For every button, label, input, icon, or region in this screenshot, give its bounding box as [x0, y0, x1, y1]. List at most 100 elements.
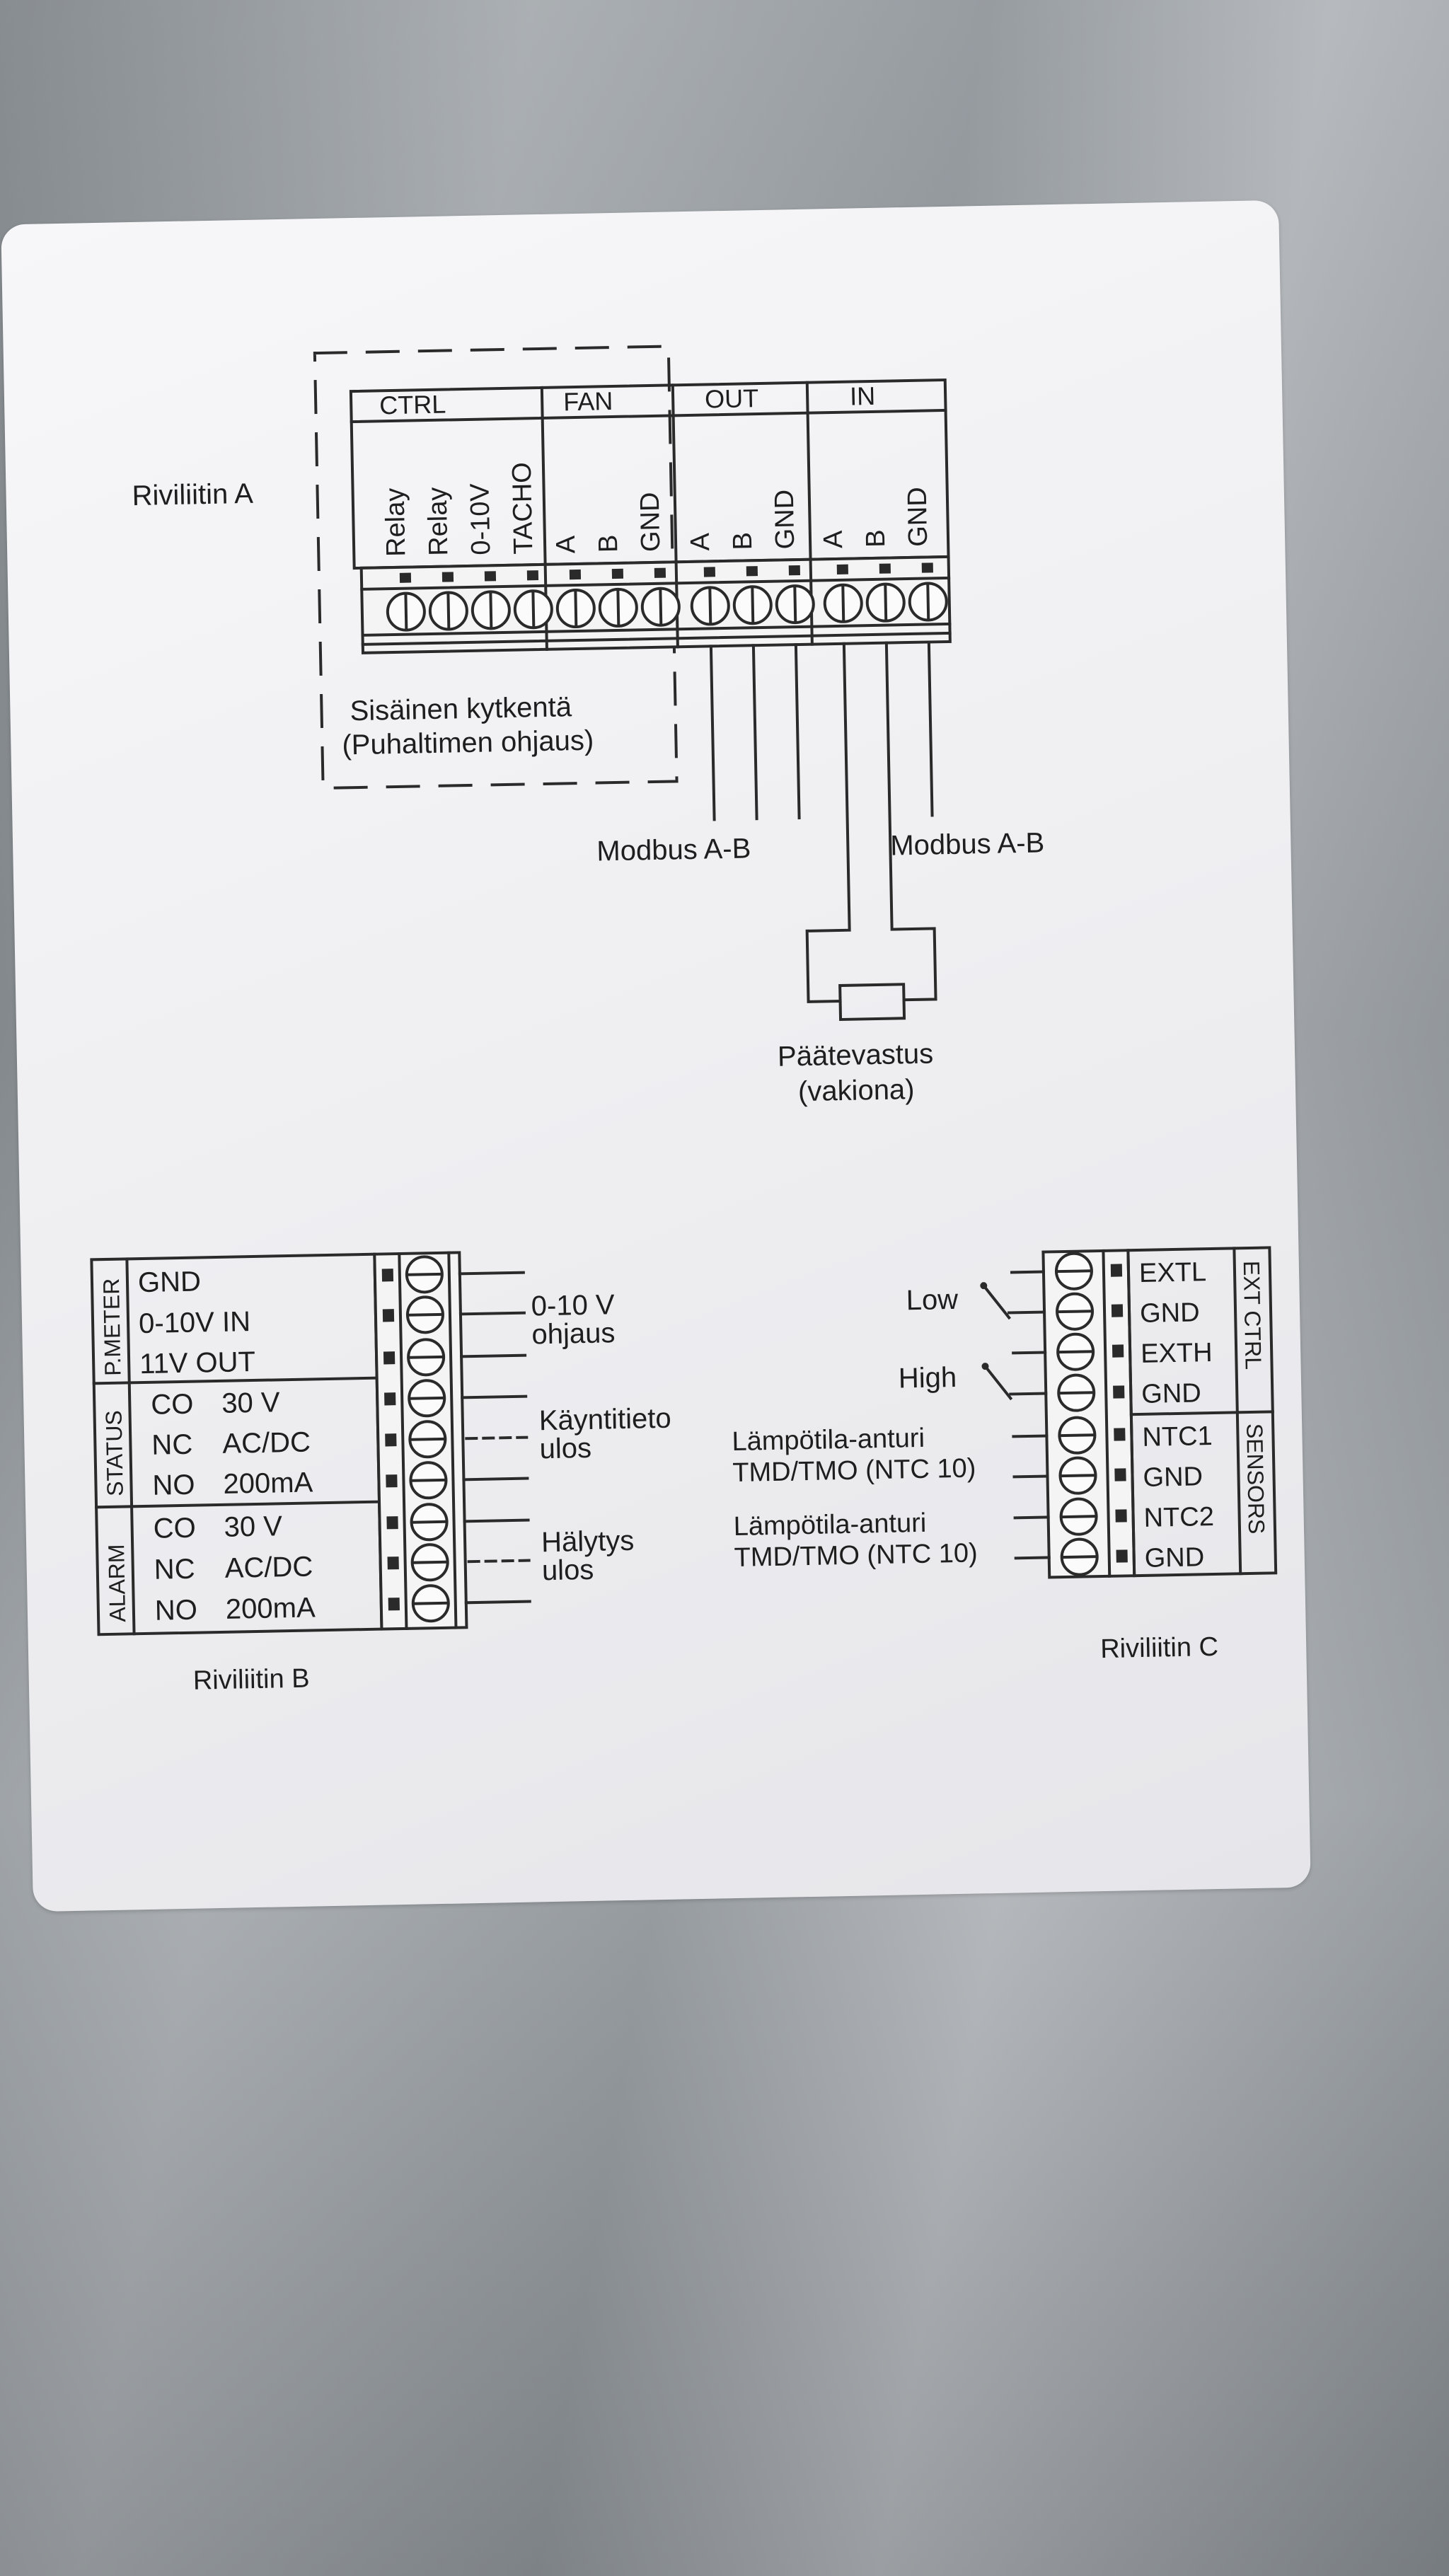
terminal-slot [386, 1474, 398, 1488]
terminal-slot [788, 565, 800, 576]
alarm-nc-spec: AC/DC [224, 1551, 313, 1583]
terminal-slot [386, 1516, 398, 1530]
pin-label-in-a: A [819, 530, 848, 549]
internal-wiring-label-2: (Puhaltimen ohjaus) [342, 725, 594, 761]
terminal-screw [555, 589, 596, 629]
terminal-screw [471, 590, 511, 630]
status-no: NO [152, 1469, 195, 1501]
group-alarm-label: ALARM [103, 1544, 130, 1622]
internal-wiring-label-1: Sisäinen kytkentä [350, 691, 572, 727]
terminal-screw [409, 1461, 448, 1500]
terminal-slot [921, 562, 933, 573]
terminal-screw [405, 1295, 444, 1334]
pin-label-tacho: TACHO [507, 462, 538, 555]
switch-contact-high [981, 1363, 989, 1370]
connector-c-title: Riviliitin C [1100, 1632, 1219, 1664]
terminal-screw [1059, 1497, 1098, 1536]
terminal-screw [1060, 1537, 1099, 1576]
terminal-slot [441, 572, 454, 582]
terminal-slot [746, 566, 758, 577]
run-status-label-2: ulos [539, 1433, 591, 1465]
alarm-out-label-2: ulos [542, 1554, 594, 1586]
pin-label-out-a: A [686, 532, 715, 551]
terminal-slot [381, 1269, 394, 1282]
terminal-screw [823, 583, 863, 623]
connector-b-table [90, 1252, 383, 1636]
group-out-label: OUT [705, 383, 759, 413]
terminal-screw [408, 1420, 447, 1459]
pin-label-fan-gnd: GND [635, 492, 666, 552]
sensor-row-ntc1: NTC1 [1142, 1421, 1213, 1452]
terminal-slot [703, 567, 716, 577]
internal-wiring-boundary [313, 345, 679, 790]
terminal-slot [569, 569, 582, 580]
alarm-co: CO [153, 1513, 196, 1544]
pin-label-fan-a: A [551, 535, 581, 554]
group-pmeter-label: P.METER [98, 1278, 126, 1376]
terminal-screw [428, 591, 468, 631]
terminal-screws-c [1054, 1252, 1128, 1576]
group-in-label: IN [850, 381, 876, 411]
ext-row-gnd-2: GND [1141, 1378, 1201, 1409]
terminal-screw [408, 1379, 446, 1418]
group-ext-ctrl-label: EXT CTRL [1239, 1261, 1266, 1370]
ext-row-extl: EXTL [1139, 1257, 1207, 1288]
terminal-screw [513, 589, 553, 630]
sensor1-label-2: TMD/TMO (NTC 10) [732, 1453, 976, 1488]
sensor2-label-2: TMD/TMO (NTC 10) [734, 1538, 978, 1573]
terminal-screw [411, 1584, 450, 1623]
connector-b: P.METER STATUS ALARM GND 0-10V IN 11V OU… [90, 1251, 671, 1696]
alarm-nc: NC [154, 1554, 195, 1586]
terminal-screw [410, 1543, 449, 1582]
terminal-slot [1113, 1385, 1125, 1399]
terminal-screw [1057, 1373, 1096, 1412]
terminal-slot [1111, 1304, 1124, 1317]
terminal-slot [1116, 1549, 1128, 1563]
terminal-screw [407, 1338, 446, 1377]
pmeter-row-0-10v-in: 0-10V IN [139, 1306, 251, 1339]
control-label-2: ohjaus [531, 1317, 616, 1350]
sensor1-label-1: Lämpötila-anturi [732, 1423, 925, 1457]
pin-label-0-10v: 0-10V [465, 483, 496, 555]
sensor-row-gnd-1: GND [1143, 1462, 1203, 1493]
terminal-slot [654, 567, 666, 578]
terminal-slot [383, 1351, 396, 1365]
terminal-screw [865, 582, 906, 623]
terminal-slot [382, 1309, 395, 1322]
alarm-co-spec: 30 V [224, 1511, 282, 1543]
connector-b-wires [458, 1271, 531, 1605]
terminal-slot [1112, 1344, 1124, 1358]
terminal-screw [598, 587, 638, 628]
terminal-screw [405, 1255, 444, 1294]
terminal-screw [410, 1503, 449, 1542]
terminal-slot [611, 568, 624, 579]
terminal-slot [1115, 1509, 1127, 1523]
terminal-slot [836, 564, 848, 574]
pmeter-row-gnd: GND [138, 1266, 202, 1298]
pin-label-relay-2: Relay [423, 487, 454, 556]
terminal-screws-b [381, 1255, 450, 1623]
terminal-slot [384, 1392, 396, 1406]
terminal-screws-a [386, 562, 948, 632]
terminal-slot [388, 1598, 400, 1611]
terminal-screw [1054, 1252, 1093, 1290]
group-ctrl-label: CTRL [379, 390, 446, 420]
pmeter-row-11v-out: 11V OUT [139, 1346, 256, 1380]
connector-c-table [1126, 1246, 1278, 1578]
sensor2-label-1: Lämpötila-anturi [733, 1508, 926, 1542]
terminal-screw [775, 584, 815, 625]
status-no-spec: 200mA [223, 1467, 313, 1499]
terminal-slot [1110, 1264, 1123, 1277]
high-switch-label: High [898, 1362, 957, 1394]
switch-contact-low [980, 1282, 988, 1290]
status-co: CO [151, 1389, 194, 1421]
group-sensors-label: SENSORS [1242, 1423, 1269, 1535]
terminal-slot [399, 572, 412, 583]
sensor-row-gnd-2: GND [1144, 1542, 1204, 1573]
status-nc-spec: AC/DC [222, 1426, 311, 1459]
status-co-spec: 30 V [221, 1387, 280, 1419]
terminal-slot [385, 1433, 397, 1447]
terminal-slot [387, 1556, 399, 1570]
terminator-label-1: Päätevastus [778, 1038, 934, 1072]
terminal-screw [1056, 1332, 1095, 1371]
